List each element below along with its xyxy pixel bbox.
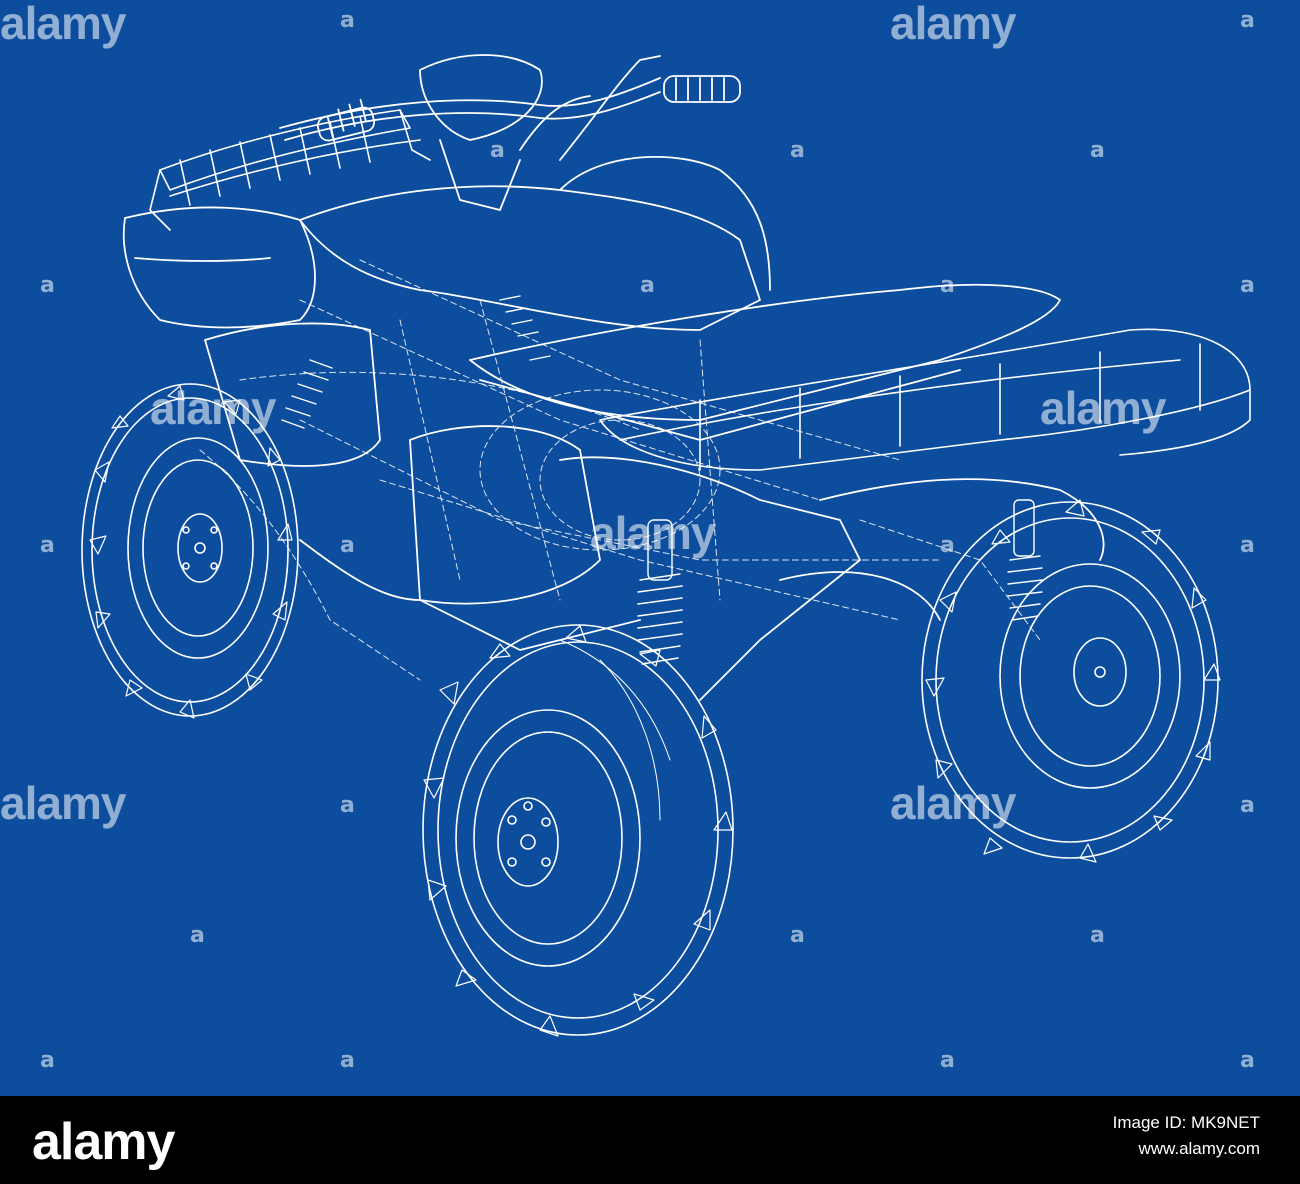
watermark-letter: a: [190, 923, 205, 948]
watermark-letter: a: [1240, 1048, 1255, 1073]
watermark-text: alamy: [590, 507, 716, 559]
watermark-letter: a: [490, 138, 505, 163]
watermark-text: alamy: [0, 777, 126, 829]
frame-hidden-lines: [199, 259, 1041, 681]
rear-rack: [599, 328, 1251, 471]
watermark-letter: a: [340, 533, 355, 558]
image-id: Image ID: MK9NET: [1112, 1113, 1260, 1132]
watermark-letter: a: [1090, 923, 1105, 948]
rear-right-wheel: [921, 499, 1221, 863]
watermark-letter: a: [940, 533, 955, 558]
watermark-letter: a: [40, 273, 55, 298]
front-left-wheel: [81, 383, 299, 719]
watermark-letter: a: [340, 8, 355, 33]
image-canvas: alamy alamy alamy alamy alamy alamy alam…: [0, 0, 1300, 1096]
watermark-text: alamy: [0, 0, 126, 49]
watermark-text: alamy: [150, 382, 276, 434]
alamy-logo: alamy: [32, 1113, 175, 1171]
watermark-letter: a: [1240, 8, 1255, 33]
watermark-letter: a: [40, 533, 55, 558]
watermark-letter: a: [340, 1048, 355, 1073]
watermark-text: alamy: [1040, 382, 1166, 434]
watermark-letter: a: [940, 1048, 955, 1073]
watermark-letter: a: [1240, 273, 1255, 298]
watermark-letter: a: [940, 273, 955, 298]
suspension-springs: [281, 295, 1043, 665]
watermark-letter: a: [1240, 533, 1255, 558]
front-rack: [149, 109, 431, 231]
watermark-text: alamy: [890, 777, 1016, 829]
watermark-letter: a: [1240, 793, 1255, 818]
front-right-wheel: [422, 624, 734, 1037]
watermark-text: alamy: [890, 0, 1016, 49]
watermark-letter: a: [1090, 138, 1105, 163]
site-url: www.alamy.com: [1138, 1139, 1260, 1159]
footer-bar: alamy Image ID: MK9NET www.alamy.com: [0, 1096, 1300, 1184]
image-info: Image ID: MK9NET www.alamy.com: [1113, 1110, 1260, 1163]
watermark-letter: a: [40, 1048, 55, 1073]
watermark-letter: a: [340, 793, 355, 818]
watermark-letter: a: [790, 923, 805, 948]
watermark-letter: a: [640, 273, 655, 298]
atv-wireframe-drawing: [81, 54, 1251, 1037]
watermark-letter: a: [790, 138, 805, 163]
handlebars: [279, 54, 741, 211]
